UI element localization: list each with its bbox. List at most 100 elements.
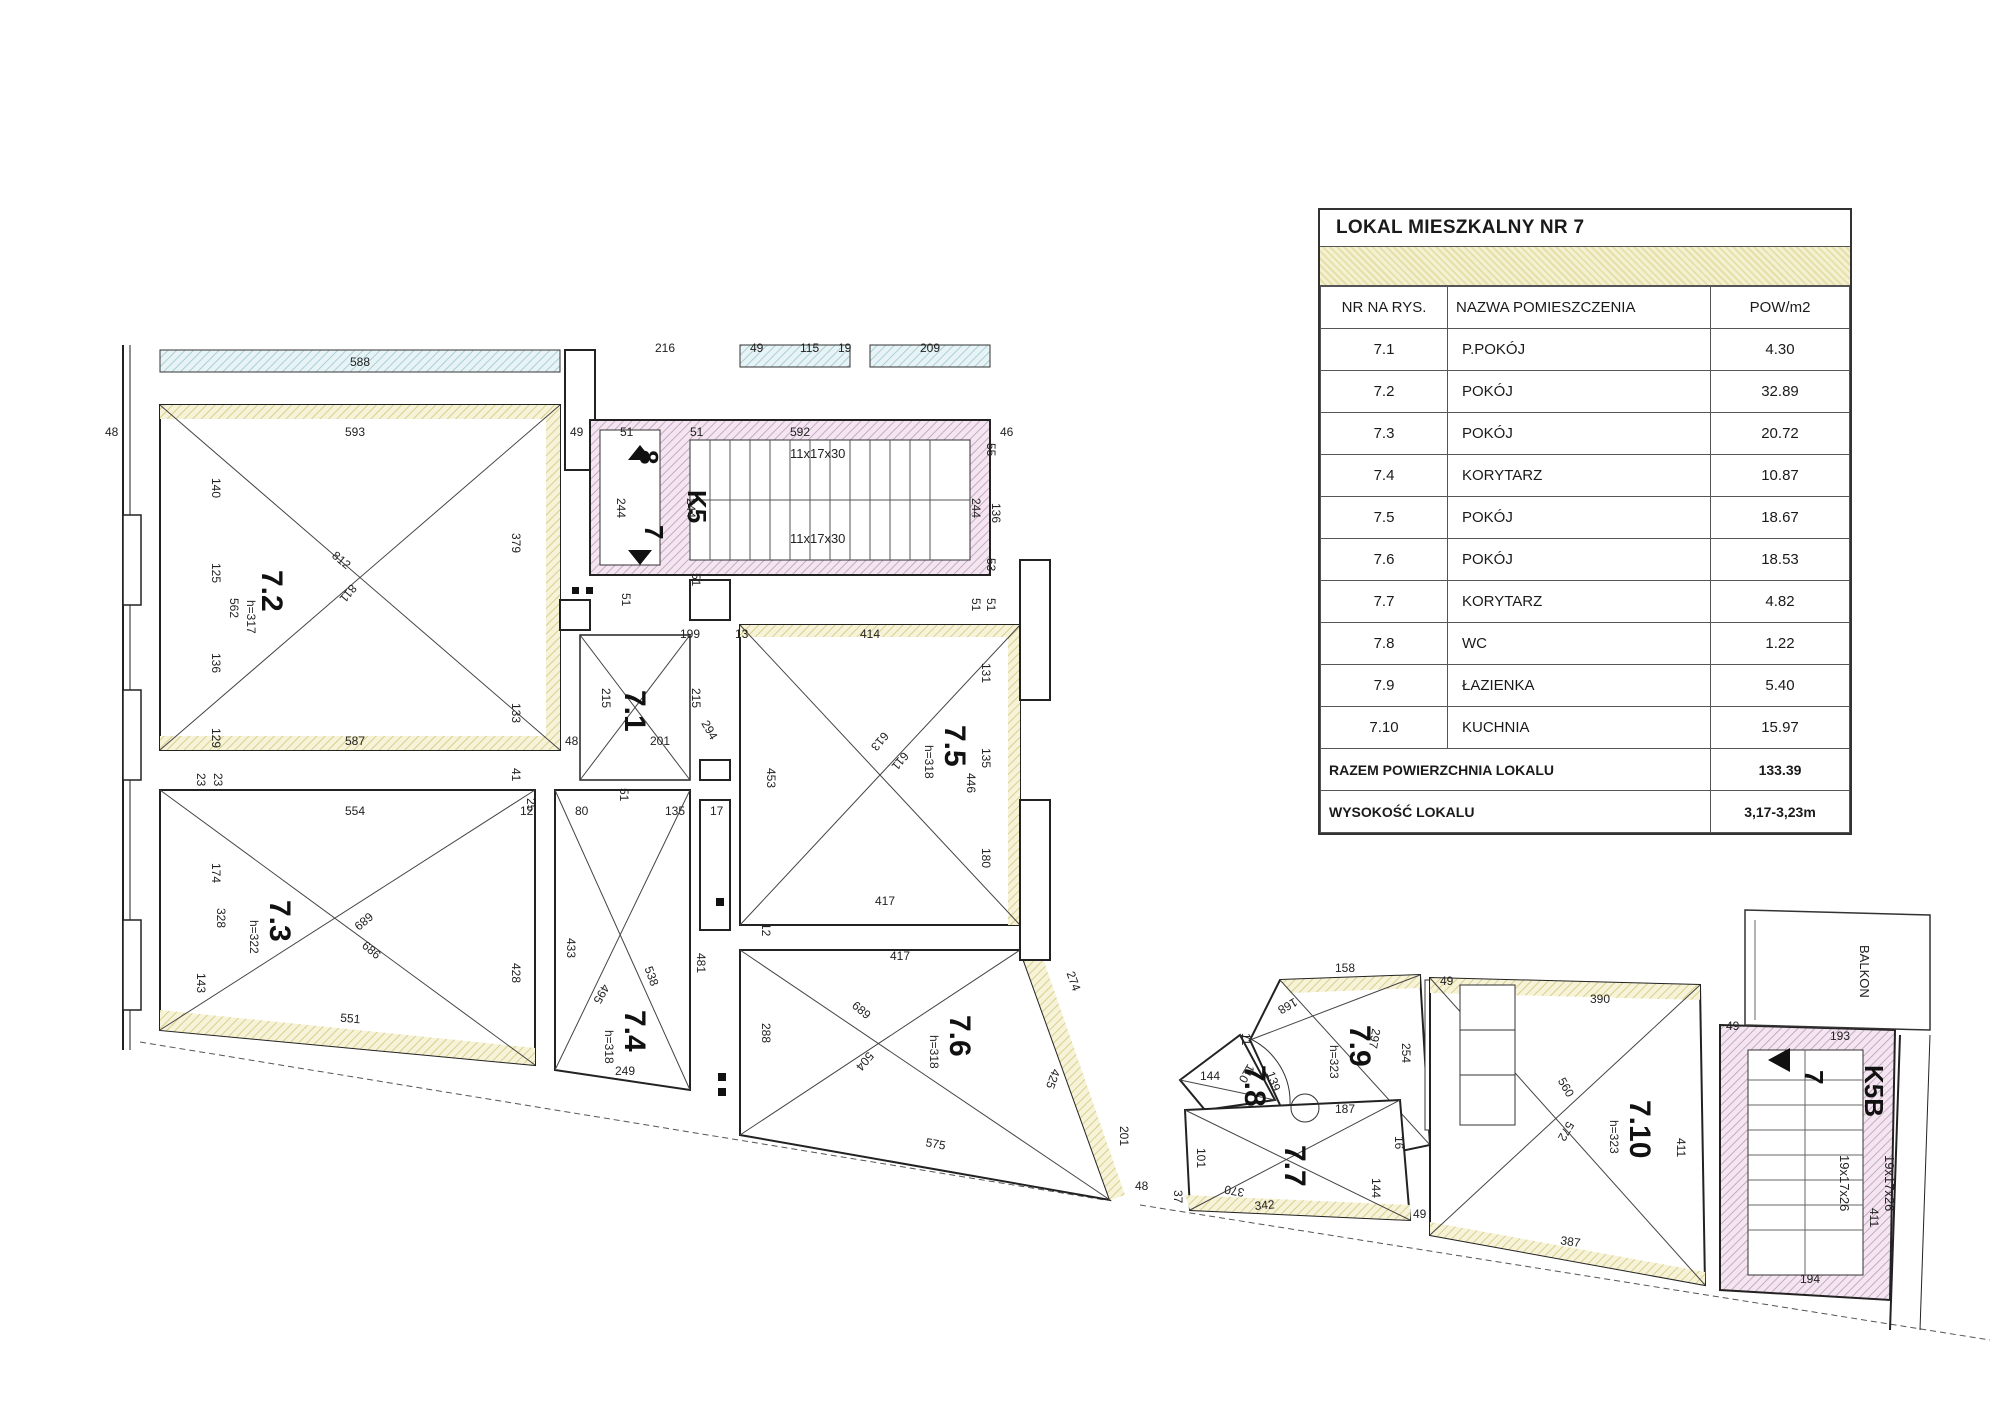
room-label-7-3: 7.3: [263, 900, 296, 942]
header-area: POW/m2: [1710, 286, 1850, 329]
facade-bottom: [139, 1041, 1991, 1341]
table-title: LOKAL MIESZKALNY NR 7: [1320, 210, 1850, 247]
dim-254: 254: [1399, 1043, 1413, 1063]
dim-51c: 51: [619, 593, 633, 607]
room-label-7-1: 7.1: [618, 690, 651, 732]
dim-11: 11: [1239, 1033, 1253, 1046]
dim-244a: 244: [614, 498, 628, 518]
stairwell-k5b: [1719, 1023, 1897, 1302]
dim-446: 446: [964, 773, 978, 793]
stair-k5-tread-top: 11x17x30: [790, 446, 845, 461]
dim-23b: 23: [211, 773, 225, 787]
stair-k5b-code: K5B: [1859, 1065, 1889, 1117]
dim-17: 17: [710, 804, 724, 818]
dim-131: 131: [979, 663, 993, 683]
top-wall-strip: [159, 344, 991, 471]
row-name: POKÓJ: [1447, 412, 1711, 455]
dim-288: 288: [759, 1023, 773, 1043]
row-nr: 7.4: [1320, 454, 1448, 497]
dim-135b: 135: [665, 804, 685, 818]
stair-k5-tread-bottom: 11x17x30: [790, 531, 845, 546]
dim-592: 592: [790, 425, 810, 439]
room-labels: 7.2 h=317 7.1 7.5 h=318 7.3 h=322 7.4 h=…: [244, 570, 1656, 1187]
dim-425: 425: [1043, 1067, 1063, 1091]
dim-588: 588: [350, 355, 370, 369]
dim-51f: 51: [984, 598, 998, 612]
stair-k5-bottom-number: 7: [639, 525, 669, 539]
dim-180: 180: [979, 848, 993, 868]
room-label-7-10: 7.10: [1623, 1100, 1656, 1158]
room-height-7-5: h=318: [922, 745, 936, 779]
dim-125: 125: [209, 563, 223, 583]
row-name: POKÓJ: [1447, 538, 1711, 581]
dim-133: 133: [509, 703, 523, 723]
dim-562: 562: [227, 598, 241, 618]
dim-144a: 144: [1200, 1069, 1220, 1083]
dim-249: 249: [615, 1064, 635, 1078]
dim-51g: 51: [617, 788, 631, 802]
room-height-7-4: h=318: [602, 1030, 616, 1064]
row-nr: 7.9: [1320, 664, 1448, 707]
row-nr: 7.3: [1320, 412, 1448, 455]
room-7-10: [1429, 976, 1707, 1287]
row-name: POKÓJ: [1447, 370, 1711, 413]
dim-328: 328: [214, 908, 228, 928]
dim-49e: 49: [1413, 1207, 1427, 1221]
dim-370: 370: [1223, 1182, 1245, 1199]
row-name: KUCHNIA: [1447, 706, 1711, 749]
row-name: KORYTARZ: [1447, 454, 1711, 497]
room-table-grid: NR NA RYS. NAZWA POMIESZCZENIA POW/m2 7.…: [1320, 286, 1850, 833]
dim-433: 433: [564, 938, 578, 958]
height-row: WYSOKOŚĆ LOKALU 3,17-3,23m: [1320, 790, 1850, 833]
dim-199: 199: [680, 627, 700, 641]
stair-k5-arrow-down-icon: [628, 550, 652, 565]
dim-453: 453: [764, 768, 778, 788]
row-name: POKÓJ: [1447, 496, 1711, 539]
stair-k5b-number: 7: [1799, 1070, 1829, 1084]
dim-139: 139: [1263, 1069, 1283, 1093]
dim-411a: 411: [1674, 1138, 1688, 1157]
room-7-6: [739, 949, 1125, 1202]
row-nr: 7.6: [1320, 538, 1448, 581]
table-header-row: NR NA RYS. NAZWA POMIESZCZENIA POW/m2: [1320, 286, 1850, 329]
dim-49a: 49: [750, 341, 764, 355]
stairwell-k5: [589, 419, 991, 576]
row-area: 4.30: [1710, 328, 1850, 371]
dim-575: 575: [925, 1135, 947, 1152]
dim-194: 194: [1800, 1272, 1820, 1286]
dim-417a: 417: [875, 894, 895, 908]
row-name: ŁAZIENKA: [1447, 664, 1711, 707]
dim-49c: 49: [1440, 974, 1454, 988]
header-name: NAZWA POMIESZCZENIA: [1447, 286, 1711, 329]
dim-244c: 244: [969, 498, 983, 518]
room-label-7-9: 7.9: [1343, 1025, 1376, 1067]
dim-48a: 48: [105, 425, 119, 439]
room-7-4: [554, 789, 691, 1092]
dim-140: 140: [209, 478, 223, 498]
dim-143: 143: [194, 973, 208, 993]
dim-115: 115: [800, 341, 819, 355]
dim-51b: 51: [690, 425, 704, 439]
dim-551: 551: [340, 1011, 361, 1027]
dim-144b: 144: [1369, 1178, 1383, 1198]
dim-244b: 244: [684, 498, 698, 518]
room-height-7-9: h=323: [1327, 1045, 1341, 1079]
row-area: 5.40: [1710, 664, 1850, 707]
dim-136: 136: [209, 653, 223, 673]
dim-46: 46: [1000, 425, 1014, 439]
room-7-3: [159, 789, 536, 1067]
room-7-5: [739, 624, 1021, 926]
dim-554: 554: [345, 804, 365, 818]
room-label-7-8: 7.8: [1238, 1065, 1271, 1107]
dim-25: 25: [524, 798, 538, 812]
facade-left: [122, 345, 142, 1050]
dim-48b: 48: [565, 734, 579, 748]
dim-12b: 12: [759, 923, 773, 937]
dim-387: 387: [1560, 1233, 1582, 1250]
dim-135: 135: [979, 748, 993, 768]
dim-193: 193: [1830, 1029, 1850, 1043]
